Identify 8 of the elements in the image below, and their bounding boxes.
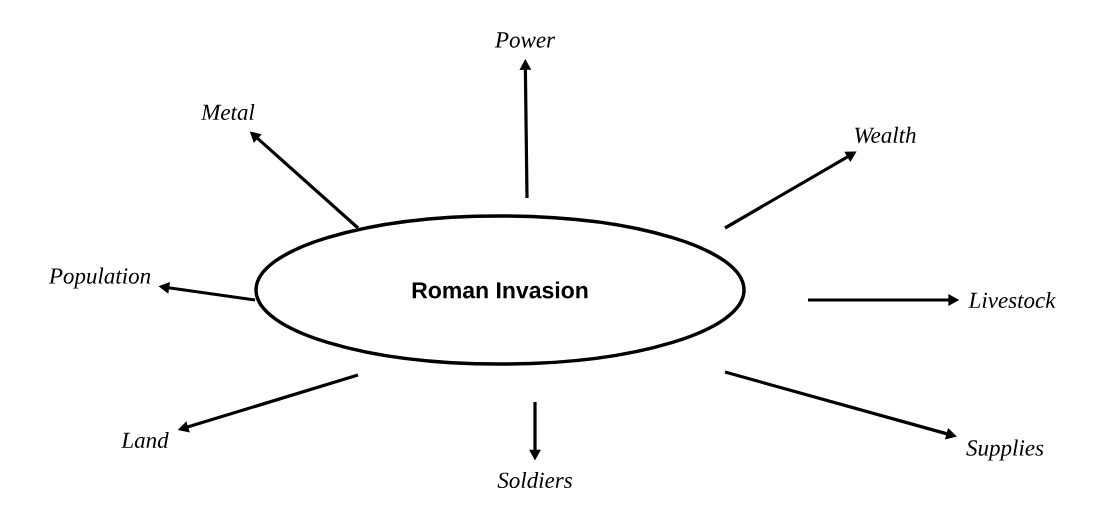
word-label: Soldiers <box>497 471 572 489</box>
word-label: Power <box>494 32 556 48</box>
word-label: Land <box>121 431 169 449</box>
word-label: Population <box>48 267 151 289</box>
word-label: Wealth <box>855 126 916 144</box>
word-label: Supplies <box>966 439 1044 461</box>
word-label: Metal <box>200 103 255 121</box>
word-label: Livestock <box>968 291 1056 309</box>
